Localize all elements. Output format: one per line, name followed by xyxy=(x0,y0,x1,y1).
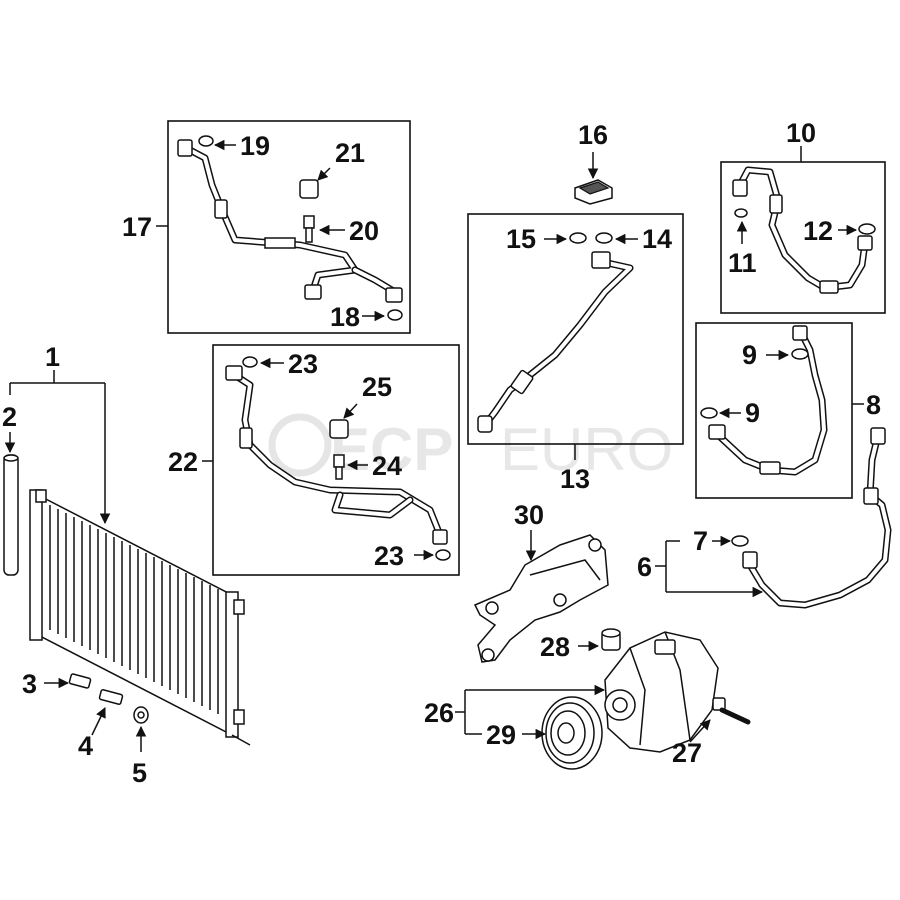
group-box-17 xyxy=(167,120,411,334)
condenser xyxy=(29,489,251,746)
callout-21: 21 xyxy=(335,138,365,168)
callout-2: 2 xyxy=(2,402,17,432)
callout-23-top: 23 xyxy=(288,349,318,379)
callout-22: 22 xyxy=(168,447,198,477)
callout-28: 28 xyxy=(540,632,570,662)
callout-16: 16 xyxy=(578,120,608,150)
callout-labels: 1 2 3 4 5 6 7 8 9 9 10 11 12 13 14 15 16… xyxy=(2,118,881,788)
callout-19: 19 xyxy=(240,131,270,161)
callout-4: 4 xyxy=(78,731,93,761)
callout-7: 7 xyxy=(693,526,708,556)
callout-18: 18 xyxy=(330,302,360,332)
callout-30: 30 xyxy=(514,500,544,530)
callout-9-top: 9 xyxy=(742,340,757,370)
callout-12: 12 xyxy=(803,216,833,246)
callout-23-bottom: 23 xyxy=(374,541,404,571)
callout-lines xyxy=(4,139,864,752)
callout-10: 10 xyxy=(786,118,816,148)
o-ring-14 xyxy=(595,232,613,244)
receiver-dryer xyxy=(3,454,19,576)
bolt-27 xyxy=(712,697,751,725)
watermark-suffix: EURO xyxy=(500,416,673,483)
callout-29: 29 xyxy=(486,720,516,750)
group-box-8 xyxy=(695,322,853,499)
o-ring-23-bottom xyxy=(435,549,451,561)
hose-17 xyxy=(177,139,403,303)
valve-core-24 xyxy=(333,454,345,480)
hose-10 xyxy=(732,166,873,294)
o-ring-12 xyxy=(858,223,876,235)
callout-17: 17 xyxy=(122,212,152,242)
o-ring-7 xyxy=(731,535,749,547)
callout-14: 14 xyxy=(642,224,672,254)
o-ring-9-bottom xyxy=(700,407,718,419)
callout-13: 13 xyxy=(560,464,590,494)
callout-24: 24 xyxy=(372,451,402,481)
o-ring-18 xyxy=(387,309,403,321)
bushing-28 xyxy=(601,628,621,651)
group-box-10 xyxy=(720,161,886,314)
callout-15: 15 xyxy=(506,224,536,254)
valve-cap-21 xyxy=(299,179,319,199)
callout-26: 26 xyxy=(424,698,454,728)
o-ring-19 xyxy=(198,135,214,147)
plug-4 xyxy=(98,689,124,705)
watermark: ECP EURO xyxy=(268,413,673,483)
callout-27: 27 xyxy=(672,738,702,768)
hose-22 xyxy=(225,365,448,545)
clutch-pulley-29 xyxy=(541,696,603,770)
group-box-22 xyxy=(212,344,460,576)
plug-3 xyxy=(68,673,92,689)
o-ring-11 xyxy=(734,208,748,218)
callout-8: 8 xyxy=(866,390,881,420)
watermark-brand: ECP xyxy=(330,416,453,483)
valve-cap-25 xyxy=(329,419,349,439)
callout-20: 20 xyxy=(349,216,379,246)
hose-8 xyxy=(708,325,828,476)
o-ring-23-top xyxy=(242,356,258,368)
tube-13 xyxy=(477,251,634,433)
o-ring-9-top xyxy=(791,348,809,360)
callout-3: 3 xyxy=(22,669,37,699)
o-ring-15 xyxy=(569,232,587,244)
callout-5: 5 xyxy=(132,758,147,788)
hose-6 xyxy=(742,427,892,609)
callout-11: 11 xyxy=(728,248,757,278)
washer-5 xyxy=(133,706,149,724)
callout-6: 6 xyxy=(637,552,652,582)
compressor-bracket-30 xyxy=(473,534,609,663)
callout-25: 25 xyxy=(362,372,392,402)
clip-16 xyxy=(574,179,613,205)
compressor-26 xyxy=(604,631,719,753)
callout-1: 1 xyxy=(45,342,60,372)
valve-core-20 xyxy=(303,215,315,243)
callout-9-bottom: 9 xyxy=(745,398,760,428)
